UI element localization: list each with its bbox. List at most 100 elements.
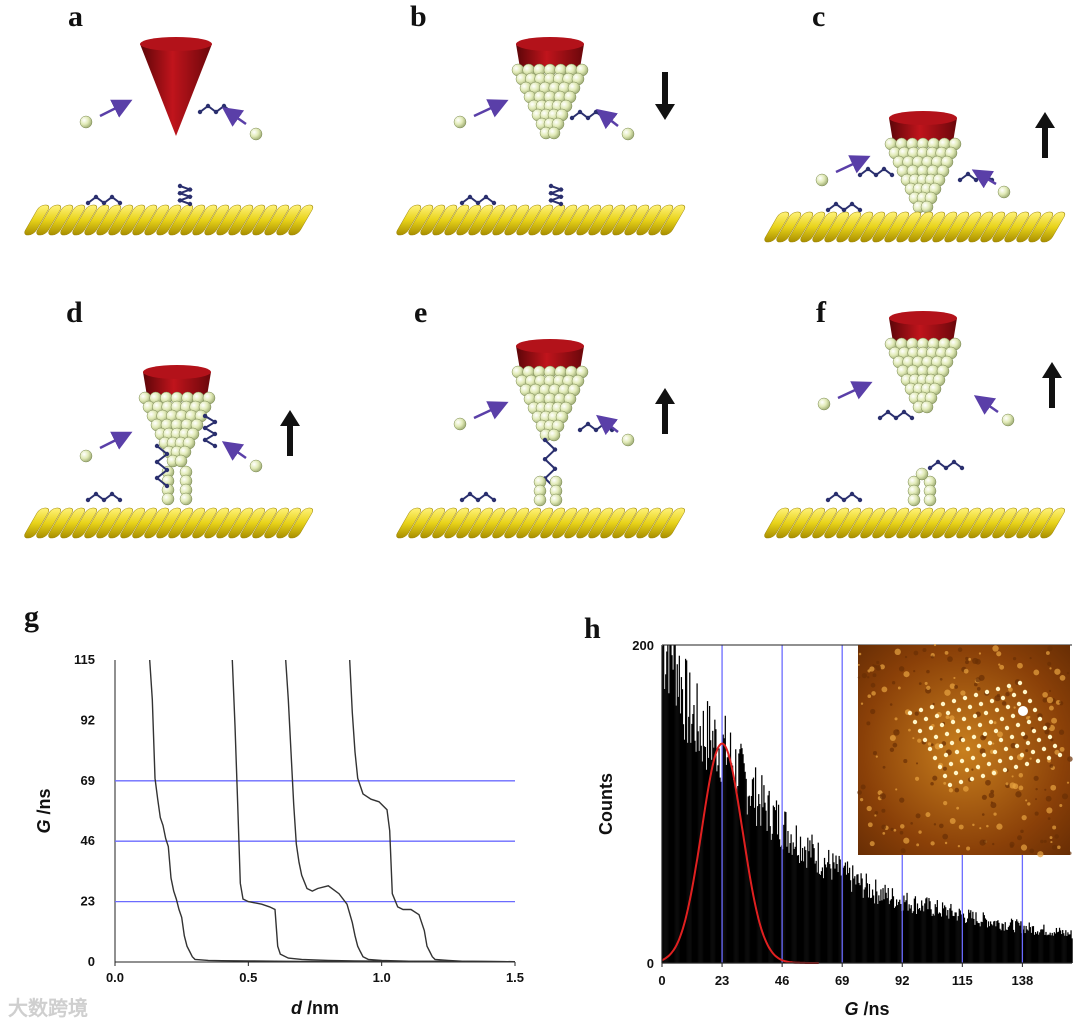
histogram-bar xyxy=(836,863,838,963)
gold-rod xyxy=(432,204,458,236)
gold-atom xyxy=(907,493,921,507)
stm-texture-dot xyxy=(908,728,911,732)
histogram-bar xyxy=(880,889,882,963)
molecule xyxy=(202,413,218,449)
histogram-bar xyxy=(939,913,942,963)
stm-texture-dot xyxy=(904,655,908,659)
histogram-bar xyxy=(809,840,811,963)
histogram-bar xyxy=(770,839,772,963)
histogram-bar xyxy=(1041,929,1043,963)
histogram-bar xyxy=(822,878,825,963)
gold-rod xyxy=(108,507,133,539)
panel-f xyxy=(764,311,1065,539)
histogram-bar xyxy=(832,853,834,963)
histogram-bar xyxy=(820,871,823,963)
stm-texture-dot xyxy=(1012,657,1017,661)
gold-rod xyxy=(132,204,158,236)
molecule-atom xyxy=(154,475,160,481)
molecule-atom xyxy=(935,459,941,465)
histogram-bar xyxy=(859,885,861,963)
stm-texture-dot xyxy=(1042,697,1048,703)
stm-texture-dot xyxy=(1044,788,1047,791)
stm-texture-dot xyxy=(916,843,920,847)
gold-atom xyxy=(547,126,561,140)
stm-lattice-spot xyxy=(944,731,950,737)
stm-texture-dot xyxy=(872,673,877,678)
histogram-bar xyxy=(1038,934,1040,963)
gold-rod xyxy=(480,507,505,539)
approach-arrow xyxy=(596,414,619,436)
histogram-bar xyxy=(1025,925,1027,963)
histogram-bar xyxy=(664,689,666,963)
stm-lattice-spot xyxy=(1042,725,1048,731)
histogram-bar xyxy=(894,906,897,963)
stm-texture-dot xyxy=(910,822,913,825)
molecule-atom xyxy=(833,201,839,207)
histogram-bar xyxy=(864,887,866,963)
stm-texture-dot xyxy=(1055,700,1061,705)
histogram-bar xyxy=(728,760,731,963)
stm-lattice-spot xyxy=(949,740,955,746)
gold-rod xyxy=(588,204,614,236)
stm-texture-dot xyxy=(895,788,898,791)
histogram-bar xyxy=(679,713,682,963)
histogram-bar xyxy=(830,868,832,963)
histogram-bar xyxy=(850,880,852,963)
gold-rod xyxy=(552,204,578,236)
histogram-bar xyxy=(886,898,888,963)
x-axis-title: d /nm xyxy=(291,998,339,1018)
gold-atom xyxy=(174,454,188,468)
stm-lattice-spot xyxy=(965,746,971,752)
stm-texture-dot xyxy=(930,743,934,747)
molecule-atom xyxy=(889,172,895,178)
molecule-atom xyxy=(881,166,887,172)
gold-rod xyxy=(860,211,886,243)
histogram-bar xyxy=(812,844,814,963)
histogram-bar xyxy=(833,862,835,963)
histogram-bar xyxy=(893,907,896,963)
gold-rod xyxy=(824,507,849,539)
stm-texture-dot xyxy=(981,794,987,800)
watermark-text: 大数跨境 xyxy=(8,998,88,1020)
histogram-bar xyxy=(668,693,670,963)
gold-rod xyxy=(932,211,958,243)
molecule-atom xyxy=(213,109,219,115)
x-tick-label: 92 xyxy=(895,973,909,988)
histogram-bar xyxy=(858,882,860,963)
stm-lattice-spot xyxy=(984,689,990,695)
gold-rod xyxy=(660,507,685,539)
histogram-bar xyxy=(677,696,679,963)
histogram-bar xyxy=(949,908,951,963)
stm-texture-dot xyxy=(998,663,1001,666)
conductance-trace-4 xyxy=(349,659,516,963)
histogram-bar xyxy=(1071,938,1073,963)
gold-rod xyxy=(96,507,121,539)
histogram-bar xyxy=(777,804,780,963)
histogram-bar xyxy=(910,905,912,963)
stm-texture-dot xyxy=(1013,706,1016,709)
gold-rod xyxy=(968,507,993,539)
x-axis-title: G /ns xyxy=(844,999,889,1019)
approach-arrow xyxy=(835,155,871,174)
molecule-atom xyxy=(585,115,591,121)
histogram-bar xyxy=(1044,934,1046,963)
histogram-bar xyxy=(772,805,774,963)
histogram-bar xyxy=(904,902,906,963)
gold-surface xyxy=(764,211,1066,243)
histogram-bar xyxy=(981,922,983,963)
histogram-bar xyxy=(703,746,706,963)
stm-texture-dot xyxy=(1059,804,1063,808)
stm-texture-dot xyxy=(954,685,959,689)
stm-texture-dot xyxy=(1005,782,1009,786)
gold-rod xyxy=(884,507,909,539)
gold-rod xyxy=(896,211,922,243)
histogram-bar xyxy=(933,915,935,963)
histogram-bar xyxy=(806,867,808,963)
stm-texture-dot xyxy=(957,647,963,652)
stm-texture-dot xyxy=(1020,829,1024,834)
histogram-bar xyxy=(663,645,665,963)
stm-texture-dot xyxy=(997,731,1003,738)
stm-lattice-spot xyxy=(988,719,994,725)
histogram-bar xyxy=(968,909,970,963)
gold-rod xyxy=(1004,211,1030,243)
